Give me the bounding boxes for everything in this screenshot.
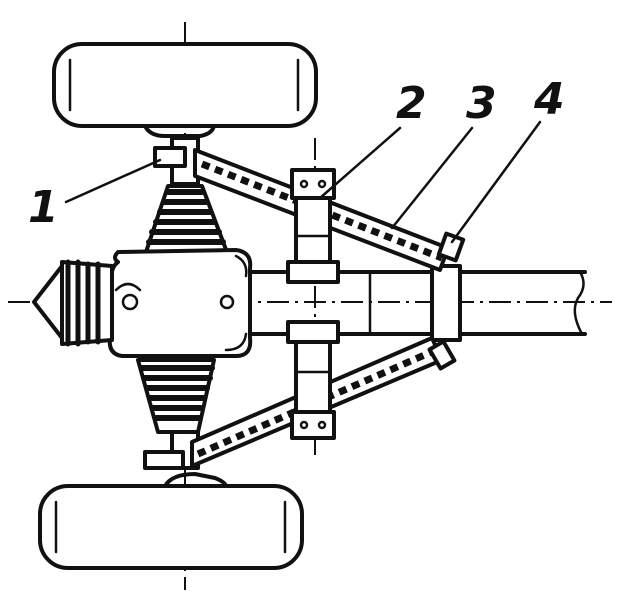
cross-member — [286, 168, 340, 440]
callout-label-1: 1 — [28, 182, 59, 233]
callout-label-3: 3 — [466, 78, 497, 129]
callout-labels: 1 2 3 4 — [28, 74, 565, 233]
callout-label-2: 2 — [396, 78, 427, 129]
callout-label-4: 4 — [533, 74, 565, 125]
upper-wheel — [52, 42, 318, 138]
arm-brackets — [427, 231, 466, 371]
lower-wheel — [38, 472, 304, 570]
differential-housing — [107, 248, 253, 358]
pinion-housing — [32, 259, 114, 347]
callout-leaders — [64, 120, 542, 244]
